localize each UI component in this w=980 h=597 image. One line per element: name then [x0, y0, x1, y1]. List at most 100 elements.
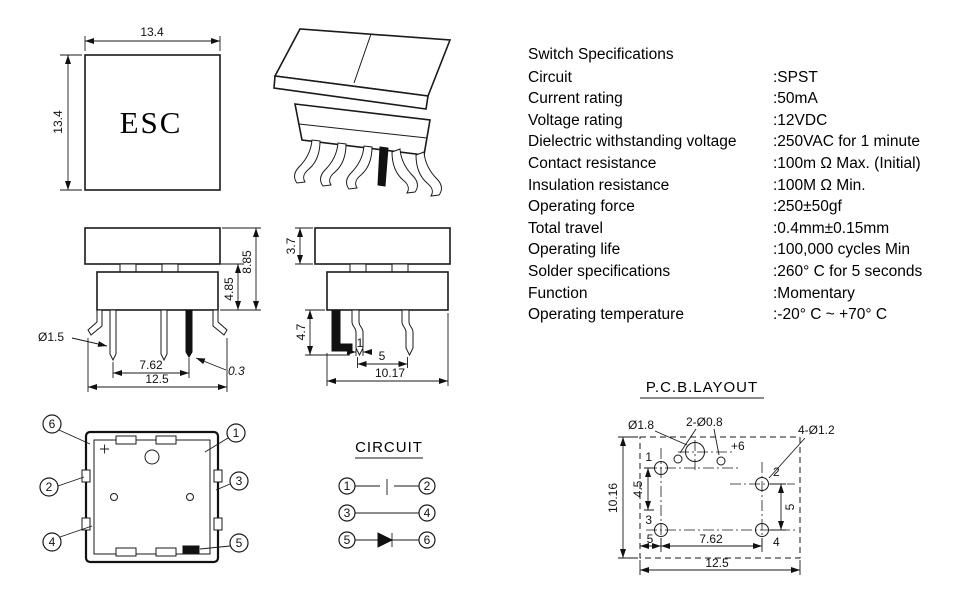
pin-holes-dim-label: 4-Ø1.2 — [798, 423, 835, 437]
dim-pin-pitch-label: 7.62 — [699, 532, 723, 546]
cap-tab — [161, 263, 179, 273]
spec-row: Voltage rating :12VDC — [528, 110, 973, 132]
callout-number: 2 — [46, 480, 53, 494]
callout-bubble — [226, 423, 246, 443]
dim-height-label: 13.4 — [51, 110, 65, 134]
bottom-slot — [115, 547, 137, 557]
led-pin-hole — [186, 493, 194, 501]
cap-tab — [391, 263, 409, 273]
hole-label-1: 1 — [645, 450, 652, 464]
leader-line — [199, 545, 231, 550]
spec-label: Dielectric withstanding voltage — [528, 133, 737, 151]
base-inner-outline — [93, 439, 211, 555]
dim-col-spacing-label: 5 — [783, 503, 797, 510]
led-pin-hole — [110, 493, 118, 501]
pin-number: 2 — [424, 479, 431, 493]
spec-value: :SPST — [773, 68, 818, 86]
pin-hole-2 — [755, 477, 769, 491]
switch-pin — [415, 151, 442, 197]
pin-number: 4 — [424, 506, 431, 520]
pcb-layout: P.C.B.LAYOUT 1 2 3 4 +6 Ø1.8 2-Ø0.8 4-Ø1… — [606, 379, 835, 575]
spec-row: Total travel :0.4mm±0.15mm — [528, 218, 973, 240]
top-slot — [155, 435, 177, 445]
leader-line — [204, 437, 229, 453]
pin-hole-1 — [654, 461, 668, 475]
spec-row: Insulation resistance :100M Ω Min. — [528, 175, 973, 197]
keycap-side — [84, 227, 221, 265]
switch-pin-dark — [377, 146, 389, 187]
spec-label: Circuit — [528, 68, 572, 86]
dim-width-label: 12.5 — [705, 556, 729, 570]
center-lines — [646, 440, 795, 545]
spec-label: Function — [528, 284, 588, 302]
side-tab — [81, 517, 91, 531]
callout-number: 1 — [233, 426, 240, 440]
terminal-pin — [401, 309, 414, 356]
led-hole-5 — [673, 454, 683, 464]
dim-pin-diameter-label: Ø1.5 — [38, 330, 64, 344]
pin-bubble — [338, 504, 356, 522]
keycap-side — [314, 227, 451, 265]
spec-row: Contact resistance :100m Ω Max. (Initial… — [528, 153, 973, 175]
callout-bubble — [39, 477, 59, 497]
circuit-title: CIRCUIT — [355, 439, 423, 456]
side-tab — [213, 517, 223, 531]
top-slot — [115, 435, 137, 445]
specifications-panel: Switch Specifications Circuit :SPST Curr… — [528, 44, 973, 326]
led-hole-6 — [716, 456, 726, 466]
body-side — [326, 271, 449, 311]
spec-row: Dielectric withstanding voltage :250VAC … — [528, 131, 973, 153]
callout-number: 3 — [236, 474, 243, 488]
callout-number: 6 — [49, 417, 56, 431]
front-view: 13.4 13.4 ESC — [51, 25, 221, 191]
leader-line — [768, 437, 806, 479]
dim-pin-pitch-label: 5 — [379, 349, 386, 363]
dim-base-width-label: 12.5 — [145, 372, 169, 386]
switch-pin — [320, 142, 347, 187]
center-boss-hole — [685, 442, 705, 462]
switch-pin — [294, 139, 321, 184]
spec-row: Circuit :SPST — [528, 67, 973, 89]
spec-row: Operating life :100,000 cycles Min — [528, 239, 973, 261]
cap-tab — [119, 263, 137, 273]
keycap-front-edge — [273, 75, 429, 110]
body-edge-line — [298, 123, 428, 139]
dim-pin-width-label: 1 — [357, 336, 364, 350]
mount-bracket-left — [87, 309, 103, 336]
dim-height-label: 10.16 — [606, 483, 620, 513]
pin-number: 1 — [344, 479, 351, 493]
callout-5: 5 — [199, 533, 249, 553]
spec-label: Insulation resistance — [528, 176, 670, 194]
ext-line — [644, 467, 654, 511]
spec-value: :100M Ω Min. — [773, 176, 866, 194]
spec-value: :12VDC — [773, 111, 828, 129]
pcb-title: P.C.B.LAYOUT — [646, 379, 758, 396]
led-holes-dim-label: 2-Ø0.8 — [686, 415, 723, 429]
switch-contact-lines — [355, 479, 419, 495]
callout-1: 1 — [204, 423, 246, 453]
center-boss-hole — [144, 449, 160, 465]
pin-bubble — [338, 477, 356, 495]
base-outline — [84, 430, 220, 564]
dim-row-spacing-label: 4.5 — [631, 480, 645, 497]
spec-value: :260° C for 5 seconds — [773, 262, 923, 280]
hole-label-4: 4 — [773, 535, 780, 549]
pin-bubble — [418, 477, 436, 495]
pin-bubble — [418, 504, 436, 522]
pin-hole-4 — [755, 523, 769, 537]
spec-value: :100,000 cycles Min — [773, 241, 910, 259]
pin-number: 6 — [424, 533, 431, 547]
terminal-pin — [160, 309, 168, 362]
spec-value: :250±50gf — [773, 198, 842, 216]
spec-value: :100m Ω Max. (Initial) — [773, 154, 921, 172]
hole-label-2: 2 — [773, 465, 780, 479]
callout-2: 2 — [39, 476, 85, 497]
spec-row: Solder specifications :260° C for 5 seco… — [528, 261, 973, 283]
terminal-pin — [109, 309, 117, 362]
pin-bubble — [418, 531, 436, 549]
spec-value: :50mA — [773, 90, 818, 108]
spec-label: Voltage rating — [528, 111, 623, 129]
mount-peg-dark — [331, 309, 353, 352]
leader-line — [58, 429, 91, 445]
hole-label-3: 3 — [645, 513, 652, 527]
